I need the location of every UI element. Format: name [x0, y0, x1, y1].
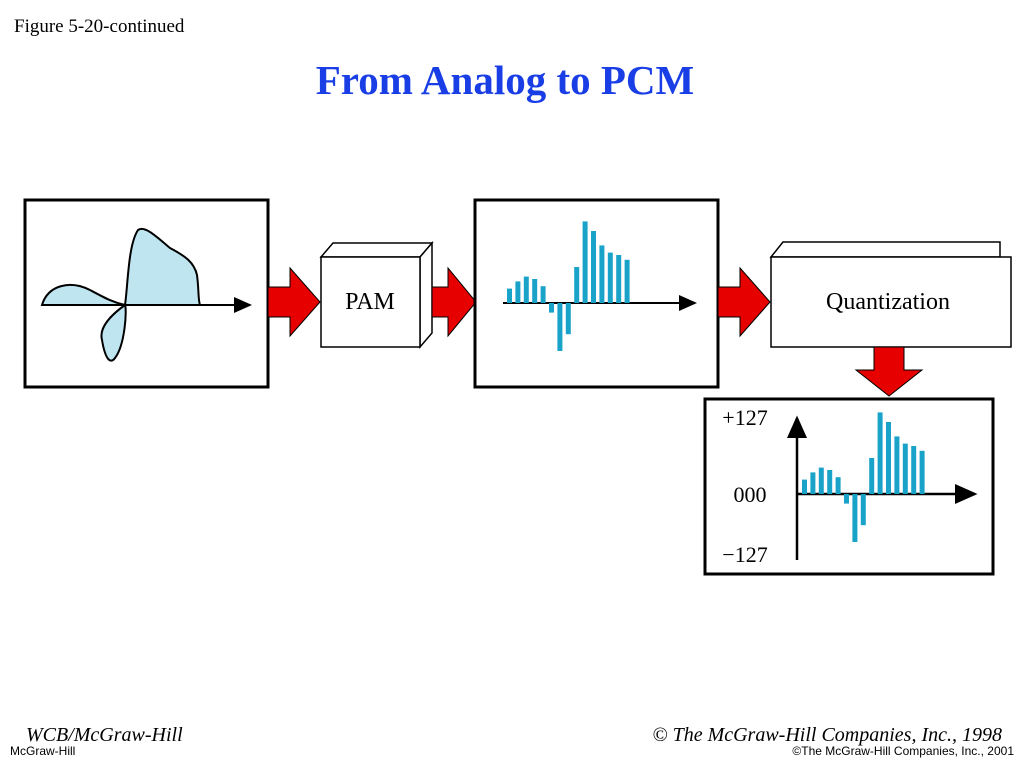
- axis-label-zero: 000: [734, 482, 767, 507]
- footer-copyright-text: The McGraw-Hill Companies, Inc., 1998: [672, 724, 1002, 746]
- sample-bar: [607, 252, 613, 303]
- footer-copyright: © The McGraw-Hill Companies, Inc., 1998: [652, 724, 1002, 747]
- analog-signal-panel: [23, 198, 270, 389]
- sample-bar: [599, 245, 605, 303]
- footer-small-copyright: ©The McGraw-Hill Companies, Inc., 2001: [792, 744, 1014, 758]
- axis-label-max: +127: [722, 405, 767, 430]
- quantization-label: Quantization: [826, 289, 950, 315]
- sample-bar: [860, 494, 866, 526]
- sample-bar: [557, 303, 563, 351]
- sample-bar: [582, 221, 588, 303]
- footer-publisher: WCB/McGraw-Hill: [26, 724, 183, 746]
- quantization-stage-box: Quantization: [769, 241, 1012, 348]
- footer-small-publisher: McGraw-Hill: [10, 744, 76, 758]
- sample-bar: [532, 279, 538, 303]
- sample-bar: [523, 276, 529, 303]
- figure-label: Figure 5-20-continued: [14, 16, 185, 37]
- quantized-signal-panel: +127 000 −127: [703, 397, 995, 576]
- sample-bar: [549, 303, 554, 313]
- pam-sample-bars: [507, 221, 630, 351]
- sample-bar: [886, 422, 891, 494]
- sample-bar: [894, 436, 900, 494]
- sample-bar: [565, 303, 571, 335]
- sample-bar: [624, 259, 630, 303]
- sample-bar: [818, 467, 824, 494]
- pam-label: PAM: [345, 289, 395, 315]
- sample-bar: [835, 477, 841, 494]
- sample-bar: [827, 470, 833, 494]
- flow-arrow-2: [431, 266, 477, 338]
- sample-bar: [877, 412, 883, 494]
- analog-waveform: [40, 227, 202, 362]
- sample-bar: [591, 231, 596, 303]
- flow-arrow-1: [267, 266, 321, 338]
- sample-bar: [810, 472, 816, 494]
- sample-bar: [844, 494, 849, 504]
- slide-title: From Analog to PCM: [315, 57, 695, 103]
- pam-stage-box: PAM: [319, 240, 434, 350]
- sample-bar: [616, 255, 622, 303]
- flow-arrow-3: [717, 266, 771, 338]
- sample-bar: [869, 458, 875, 494]
- sample-bar: [574, 267, 580, 303]
- sample-bar: [540, 286, 546, 303]
- sample-bar: [919, 450, 925, 494]
- sample-bar: [802, 479, 807, 494]
- flow-arrow-down: [854, 346, 924, 397]
- copyright-symbol: ©: [652, 724, 668, 746]
- pam-signal-panel: [473, 198, 720, 389]
- sample-bar: [902, 443, 908, 494]
- sample-bar: [515, 281, 521, 303]
- quantized-sample-bars: [802, 412, 925, 542]
- sample-bar: [852, 494, 858, 542]
- axis-label-min: −127: [722, 542, 767, 567]
- sample-bar: [911, 446, 917, 494]
- sample-bar: [507, 288, 512, 303]
